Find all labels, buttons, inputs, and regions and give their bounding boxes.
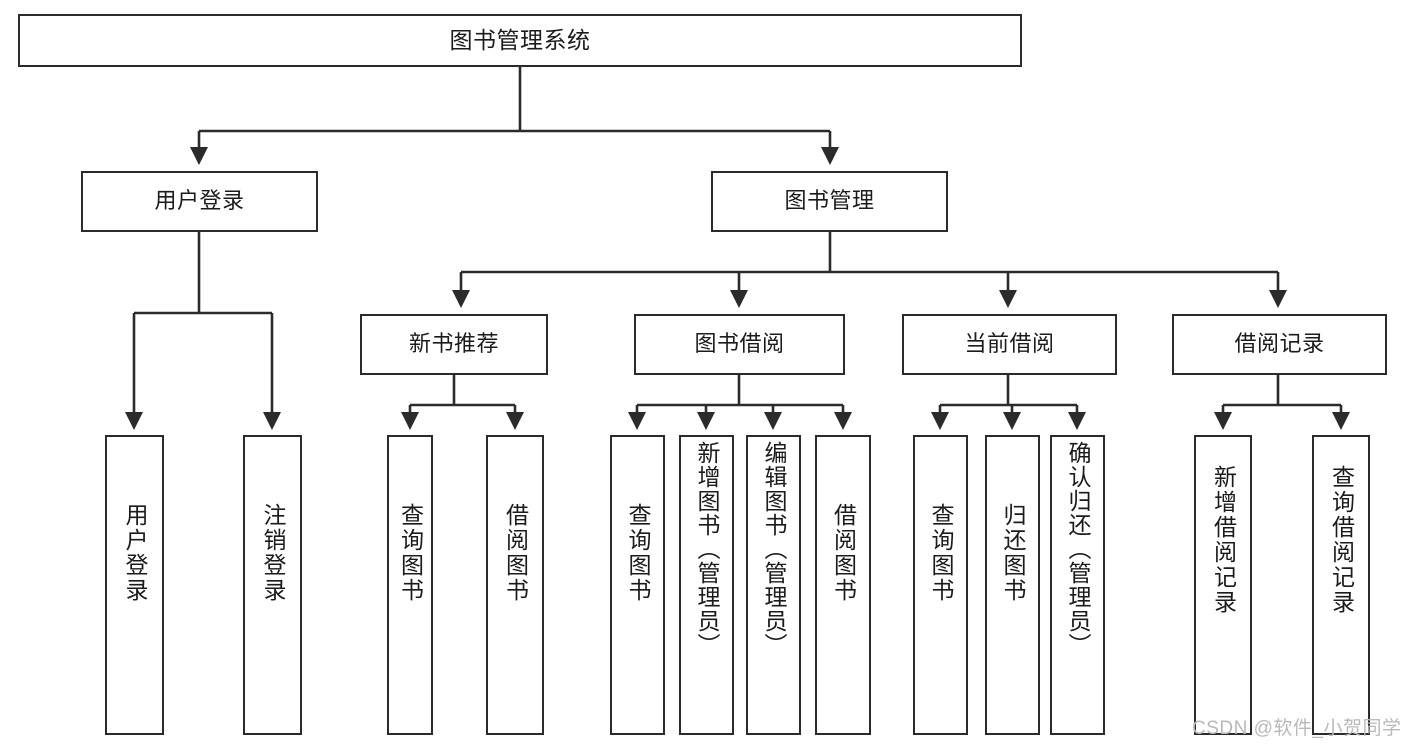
- node-leaf-cur-return-book[interactable]: 归还图书: [985, 435, 1040, 735]
- node-book-manage-label: 图书管理: [784, 188, 875, 214]
- node-leaf-cur-confirm-return-label: 确认归还（管理员）: [1065, 441, 1091, 657]
- node-new-book-recommend[interactable]: 新书推荐: [360, 314, 548, 375]
- node-user-login[interactable]: 用户登录: [81, 171, 318, 232]
- node-root-label: 图书管理系统: [449, 26, 591, 53]
- node-leaf-user-logout-label: 注销登录: [260, 503, 286, 603]
- node-book-manage[interactable]: 图书管理: [711, 171, 948, 232]
- node-leaf-rec-borrow-book-label: 借阅图书: [502, 503, 529, 603]
- node-leaf-borrow-add-book-label: 新增图书（管理员）: [694, 441, 720, 657]
- node-current-borrow[interactable]: 当前借阅: [902, 314, 1117, 375]
- node-leaf-borrow-query-book[interactable]: 查询图书: [610, 435, 665, 735]
- node-leaf-borrow-lend-book-label: 借阅图书: [830, 503, 857, 603]
- node-root[interactable]: 图书管理系统: [18, 14, 1022, 67]
- node-leaf-borrow-add-book[interactable]: 新增图书（管理员）: [679, 435, 734, 735]
- csdn-watermark: CSDN @软件_小贺同学: [1192, 718, 1402, 739]
- node-leaf-borrow-edit-book[interactable]: 编辑图书（管理员）: [746, 435, 801, 735]
- node-leaf-rec-query-book-label: 查询图书: [397, 503, 424, 603]
- node-user-login-label: 用户登录: [154, 188, 245, 214]
- node-new-book-recommend-label: 新书推荐: [408, 331, 499, 357]
- node-leaf-rec-borrow-book[interactable]: 借阅图书: [486, 435, 544, 735]
- node-current-borrow-label: 当前借阅: [964, 331, 1055, 357]
- node-leaf-user-login[interactable]: 用户登录: [105, 435, 164, 735]
- node-leaf-cur-query-book-label: 查询图书: [928, 503, 954, 603]
- node-leaf-user-login-label: 用户登录: [122, 503, 148, 603]
- node-leaf-borrow-query-book-label: 查询图书: [625, 503, 651, 603]
- node-leaf-rec-query-book[interactable]: 查询图书: [387, 435, 433, 735]
- node-leaf-cur-return-book-label: 归还图书: [1000, 503, 1026, 603]
- node-leaf-rec-query-record-label: 查询借阅记录: [1328, 465, 1355, 615]
- node-leaf-borrow-lend-book[interactable]: 借阅图书: [815, 435, 871, 735]
- node-leaf-cur-confirm-return[interactable]: 确认归还（管理员）: [1050, 435, 1105, 735]
- node-book-borrow[interactable]: 图书借阅: [634, 314, 845, 375]
- node-borrow-record[interactable]: 借阅记录: [1172, 314, 1387, 375]
- node-leaf-cur-query-book[interactable]: 查询图书: [913, 435, 968, 735]
- node-borrow-record-label: 借阅记录: [1234, 331, 1325, 357]
- node-leaf-rec-add-record[interactable]: 新增借阅记录: [1194, 435, 1252, 735]
- node-leaf-rec-query-record[interactable]: 查询借阅记录: [1312, 435, 1370, 735]
- node-leaf-rec-add-record-label: 新增借阅记录: [1210, 465, 1237, 615]
- node-leaf-user-logout[interactable]: 注销登录: [243, 435, 302, 735]
- node-leaf-borrow-edit-book-label: 编辑图书（管理员）: [761, 441, 787, 657]
- node-book-borrow-label: 图书借阅: [694, 331, 785, 357]
